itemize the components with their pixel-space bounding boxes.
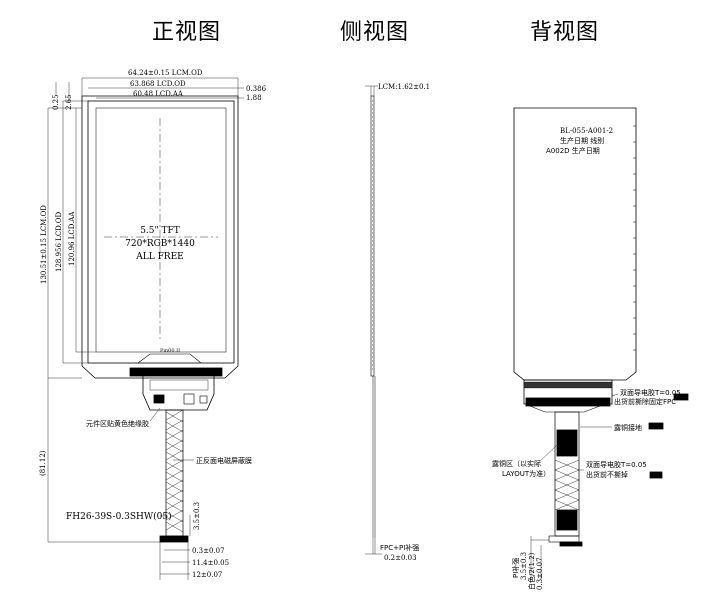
tape-1-swatch <box>673 393 689 401</box>
note-pi-b: 3.5±0.3 <box>520 552 528 580</box>
note-tape2-a: 双面导电胶T=0.05 <box>586 460 647 469</box>
dim-02: 0.2±0.03 <box>384 554 417 562</box>
conductive-tape-2 <box>556 509 578 531</box>
dim-lcm-od-width: 64.24±0.15 LCM.OD <box>128 69 203 77</box>
active-area-outline <box>95 107 227 353</box>
front-view-title: 正视图 <box>152 20 222 45</box>
spec-resolution: 720*RGB*1440 <box>125 239 195 249</box>
copper-ground-swatch <box>648 422 664 430</box>
lcd-outline <box>87 100 235 364</box>
connector-model: FH26-39S-0.3SHW(05) <box>66 511 172 522</box>
tape-2-swatch <box>649 471 663 479</box>
dim-lcm-od-height: 130.51±0.15 LCM.OD <box>40 205 48 284</box>
dim-265: 2.65 <box>65 94 73 110</box>
note-tape1-a: 双面导电胶T=0.05 <box>620 388 681 397</box>
dim-0386: 0.386 <box>246 85 267 93</box>
note-tape2-b: 出货前不撕掉 <box>586 470 628 479</box>
spec-free: ALL FREE <box>135 252 183 262</box>
dim-lcd-od-height: 128.956 LCD.OD <box>55 211 63 272</box>
side-profile <box>370 95 375 377</box>
note-pi-d: 0.3±0.07 <box>536 557 544 590</box>
conductive-tape-1 <box>525 397 611 407</box>
dim-35: 3.5±0.3 <box>193 502 201 530</box>
dim-lcd-od-width: 63.868 LCD.OD <box>130 80 186 88</box>
back-outline <box>513 107 637 381</box>
exposed-copper-area <box>556 429 578 457</box>
dim-12: 12±0.07 <box>192 571 222 579</box>
note-components: 元件区贴黄色绝缘胶 <box>86 419 149 428</box>
dim-pitch: 0.3±0.07 <box>192 547 225 555</box>
dim-188: 1.88 <box>246 94 262 102</box>
back-view <box>513 107 689 580</box>
fpc-head <box>142 376 215 411</box>
dim-114: 11.4±0.05 <box>192 559 229 567</box>
dim-025: 0.25 <box>52 94 60 110</box>
side-view-title: 侧视图 <box>340 20 410 45</box>
dim-total-height: (81.12) <box>39 450 47 476</box>
note-pi-a: PI补强 <box>511 558 520 578</box>
fpc-gold-finger <box>159 535 189 543</box>
front-view <box>47 77 244 580</box>
side-view <box>365 85 382 555</box>
label-line1: 生产日期 线别 <box>560 136 604 145</box>
dim-lcd-aa-width: 60.48 LCD.AA <box>133 90 184 98</box>
dim-lcm-thickness: LCM:1.62±0.1 <box>378 83 430 91</box>
note-exposed-b: LAYOUT为准） <box>502 469 550 478</box>
back-view-title: 背视图 <box>530 20 600 45</box>
note-pi-c: 白色/2(1.2) <box>527 552 536 590</box>
label-model: BL-055-A001-2 <box>560 127 613 135</box>
spec-size: 5.5" TFT <box>140 226 180 236</box>
dim-lcd-aa-height: 120.96 LCD.AA <box>68 211 76 266</box>
note-exposed-a: 露铜区（以实际 <box>492 459 541 468</box>
note-copper-ground: 露铜接地 <box>614 423 642 432</box>
note-fpc-pi: FPC+PI补强 <box>380 543 419 552</box>
ic-label: Pin00.II <box>160 348 180 354</box>
fpc-head-bar <box>129 367 223 377</box>
note-tape1-b: 出货前撕除固定FPC <box>614 397 676 406</box>
note-shield: 正反面电磁屏蔽膜 <box>196 456 252 465</box>
label-line2: A002D 生产日期 <box>546 146 600 155</box>
